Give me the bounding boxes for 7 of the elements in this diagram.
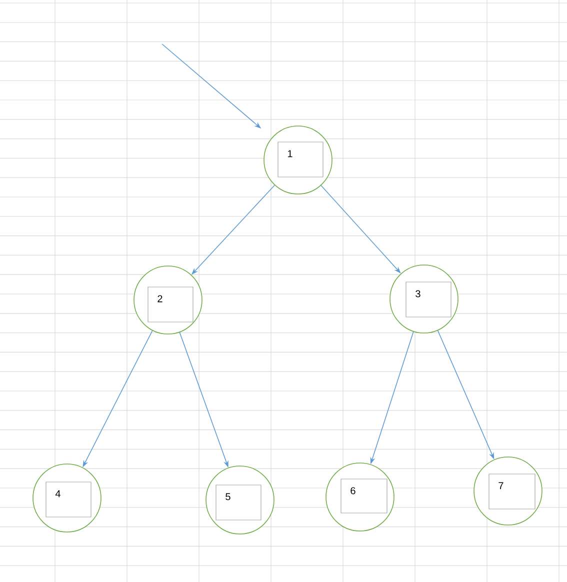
tree-node: 2 bbox=[134, 266, 202, 334]
tree-node: 4 bbox=[32, 464, 102, 532]
tree-node: 6 bbox=[326, 462, 394, 532]
tree-node: 3 bbox=[390, 264, 458, 334]
tree-node: 1 bbox=[264, 126, 332, 194]
tree-node: 5 bbox=[206, 466, 274, 534]
tree-node: 7 bbox=[474, 456, 542, 526]
